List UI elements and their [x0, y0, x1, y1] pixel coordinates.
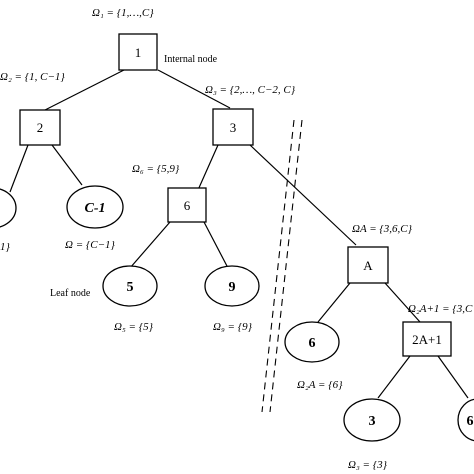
leaf-label: 9 — [229, 280, 236, 295]
edges — [9, 69, 469, 399]
leaf-label: 6 — [467, 414, 474, 429]
separator — [261, 119, 303, 413]
edge-6-5 — [129, 221, 171, 269]
leaf-9: 9 — [204, 265, 260, 307]
node-box — [212, 108, 254, 146]
dashed-line-1 — [261, 119, 295, 413]
annotation-left-cut: 1} — [0, 241, 11, 253]
leaf-ellipse — [0, 188, 17, 228]
annotation-n3b: Ω₃ = {3} — [348, 459, 388, 471]
leaf-c-1: C-1 — [66, 185, 124, 229]
node-2: 2 — [19, 109, 61, 146]
annotation-nA: ΩA = {3,6,C} — [352, 223, 413, 235]
node-box — [118, 33, 158, 71]
annotation-n3: Ω₃ = {2,…, C−2, C} — [205, 84, 296, 96]
node-box — [167, 187, 207, 223]
node-2A1: 2A+1 — [402, 321, 452, 357]
edge-3-A — [249, 144, 357, 246]
edge-3-6 — [197, 144, 219, 191]
leaf-ellipse — [457, 398, 474, 442]
leaf-6b: 6 — [457, 398, 474, 442]
node-label: 2 — [37, 120, 44, 135]
node-label: 1 — [135, 45, 142, 60]
annotation-root: Ω₁ = {1,…,C} — [92, 7, 154, 19]
node-A: A — [347, 246, 389, 284]
edge-2A1-3 — [377, 355, 411, 399]
edge-1-3 — [157, 69, 231, 109]
edge-6-9 — [203, 221, 229, 269]
leaf-left-cut — [0, 188, 17, 228]
leaf-ellipse — [343, 398, 401, 442]
node-label: 3 — [230, 120, 237, 135]
annotation-n2A1: Ω₂A+1 = {3,C — [408, 303, 473, 315]
annotation-n6: Ω₆ = {5,9} — [132, 163, 180, 175]
leaf-label: 5 — [127, 280, 134, 295]
node-label: 2A+1 — [412, 332, 442, 347]
annotation-c-1: Ω = {C−1} — [65, 239, 116, 251]
node-label: A — [363, 258, 373, 273]
leaf-3: 3 — [343, 398, 401, 442]
internal-node-note: Internal node — [164, 54, 218, 65]
leaf-5: 5 — [102, 265, 158, 307]
node-label: 6 — [184, 198, 191, 213]
edge-2A1-6 — [437, 355, 469, 399]
node-box — [402, 321, 452, 357]
edge-A-2A1 — [384, 282, 421, 323]
annotation-n2A: Ω₂A = {6} — [297, 379, 343, 391]
leaf-ellipse — [204, 265, 260, 307]
annotation-n9: Ω₉ = {9} — [213, 321, 253, 333]
leaf-label: C-1 — [85, 201, 106, 216]
edge-A-6 — [317, 282, 351, 323]
dashed-line-2 — [269, 119, 303, 413]
leaf-label: 3 — [369, 414, 376, 429]
node-6: 6 — [167, 187, 207, 223]
edge-2-left — [9, 144, 29, 193]
leaf-ellipse — [66, 185, 124, 229]
leaf-ellipse — [284, 321, 340, 363]
annotation-n2: Ω₂ = {1, C−1} — [0, 71, 65, 83]
node-box — [347, 246, 389, 284]
edge-1-2 — [44, 69, 125, 111]
node-box — [19, 109, 61, 146]
node-1: 1 — [118, 33, 158, 71]
leaf-label: 6 — [309, 336, 316, 351]
annotation-n5: Ω₅ = {5} — [114, 321, 154, 333]
leaf-ellipse — [102, 265, 158, 307]
edge-2-c1 — [51, 144, 83, 186]
node-3: 3 — [212, 108, 254, 146]
leaf-6: 6 — [284, 321, 340, 363]
leaf-node-note: Leaf node — [50, 288, 91, 299]
